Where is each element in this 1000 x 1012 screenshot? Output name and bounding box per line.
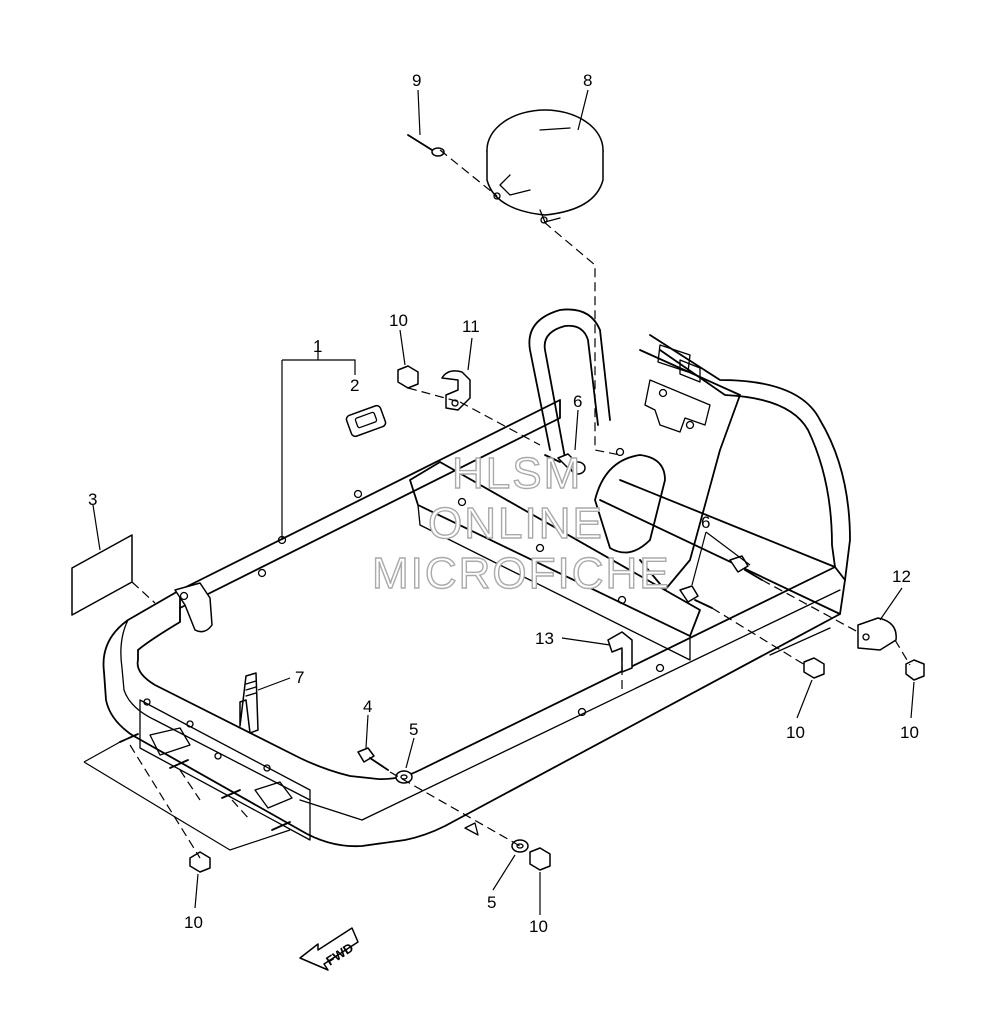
part-6-bolt-right-b <box>679 585 713 609</box>
watermark: HLSM ONLINE MICROFICHE <box>371 448 671 598</box>
callout-2: 2 <box>350 376 359 395</box>
callout-10-right-a: 10 <box>786 723 805 742</box>
part-8-reel <box>486 109 604 224</box>
frame-assembly <box>102 308 851 848</box>
callout-9: 9 <box>412 71 421 90</box>
part-2-grommet <box>345 404 387 438</box>
part-10-nut-top <box>397 365 419 389</box>
alignment-lines <box>129 149 911 859</box>
part-5-washer-upper <box>395 770 413 784</box>
part-11-clamp <box>441 370 471 411</box>
callouts: 1 2 3 4 5 5 6 6 7 8 9 10 10 10 10 10 11 … <box>88 71 919 936</box>
part-12-clamp <box>857 617 897 651</box>
callout-10-front: 10 <box>184 913 203 932</box>
part-10-nut-front <box>189 851 211 873</box>
part-9-pin <box>407 134 445 157</box>
callout-4: 4 <box>363 697 372 716</box>
callout-10-right-b: 10 <box>900 723 919 742</box>
callout-3: 3 <box>88 490 97 509</box>
part-10-nut-lower <box>529 847 551 871</box>
callout-6-center: 6 <box>573 392 582 411</box>
part-4-bolt <box>357 747 389 771</box>
part-6-bolt-right-a <box>729 555 763 581</box>
fwd-arrow-icon: FWD <box>299 927 359 971</box>
part-6-bolt-center <box>544 453 586 475</box>
part-5-washer-lower <box>511 839 529 853</box>
part-3-label <box>71 534 133 616</box>
callout-10-top: 10 <box>389 311 408 330</box>
callout-8: 8 <box>583 71 592 90</box>
callout-11: 11 <box>462 317 480 336</box>
callout-5-upper: 5 <box>409 720 418 739</box>
part-13-bracket <box>607 631 633 673</box>
part-7-clip <box>239 672 259 734</box>
part-10-nut-right-b <box>905 659 925 681</box>
watermark-line-1: HLSM <box>452 449 582 498</box>
leader-lines <box>83 89 915 915</box>
callout-6-right: 6 <box>701 513 710 532</box>
watermark-line-2: ONLINE <box>428 499 604 548</box>
callout-10-lower: 10 <box>529 917 548 936</box>
callout-7: 7 <box>295 668 304 687</box>
front-studs <box>119 733 291 831</box>
callout-1: 1 <box>313 337 322 356</box>
watermark-line-3: MICROFICHE <box>372 549 671 598</box>
callout-5-lower: 5 <box>487 893 496 912</box>
callout-13: 13 <box>535 629 554 648</box>
callout-12: 12 <box>892 567 911 586</box>
part-10-nut-right-a <box>803 657 825 679</box>
